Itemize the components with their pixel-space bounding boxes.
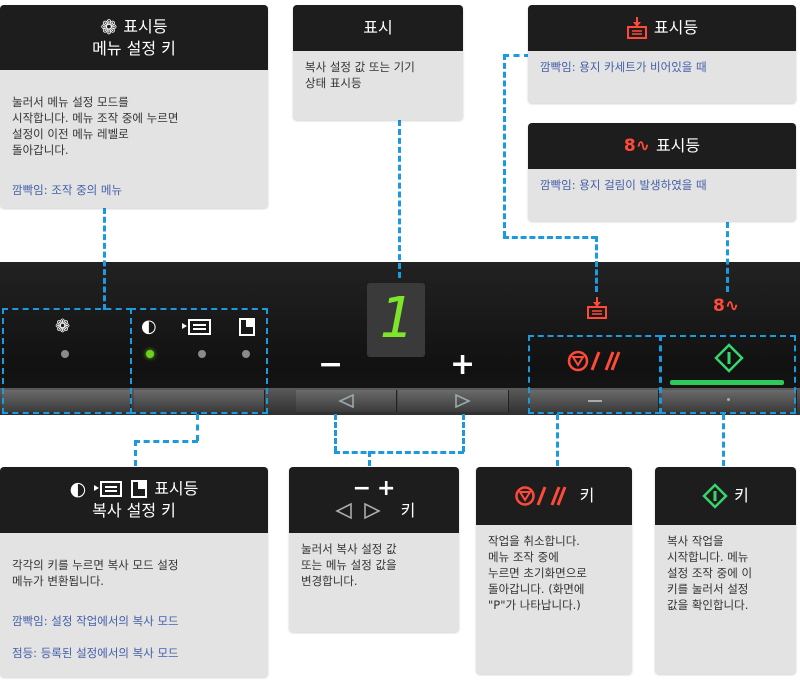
paper-cassette-icon <box>586 296 608 324</box>
copy-card-subtitle: 복사 설정 키 <box>92 501 176 520</box>
copy-card-lit: 점등: 등록된 설정에서의 복사 모드 <box>12 646 179 660</box>
jam-card-title: 표시등 <box>655 136 701 155</box>
copy-connector-v2 <box>134 440 137 466</box>
ratio-icon <box>237 316 257 342</box>
plusminus-card-key: 키 <box>400 501 416 520</box>
stop-reset-header: 키 <box>476 467 632 525</box>
plus-symbol: + <box>377 476 396 501</box>
plusminus-card: − + 키 눌러서 복사 설정 값 또는 메뉴 설정 값을 변경합니다. <box>289 467 459 632</box>
stop-connector <box>556 414 559 466</box>
start-header: 키 <box>655 467 796 525</box>
copy-connector-v1 <box>196 414 199 441</box>
start-zone-outline <box>660 335 796 414</box>
paper-connector-v1 <box>503 54 506 237</box>
plus-symbol: + <box>450 347 476 382</box>
paper-jam-icon: 8∿ <box>623 136 650 156</box>
menu-settings-icon: ❁ <box>100 14 118 39</box>
display-connector <box>398 120 401 278</box>
stop-reset-card: 키 작업을 취소합니다. 메뉴 조작 중에 누르면 초기화면으로 돌아갑니다. … <box>476 467 632 674</box>
copy-settings-key[interactable] <box>134 390 265 412</box>
paper-jam-icon: 8∿ <box>713 296 740 316</box>
left-triangle-icon <box>338 393 354 409</box>
paper-header: 표시등 <box>528 5 796 51</box>
start-indicator-bar <box>670 380 784 385</box>
plus-key[interactable] <box>398 390 509 412</box>
pm-connector-v1 <box>334 414 337 452</box>
contrast-icon: ◐ <box>69 478 87 500</box>
jam-card-blink: 깜빡임: 용지 걸림이 발생하였을 때 <box>540 178 707 192</box>
minus-key[interactable] <box>296 390 397 412</box>
jam-connector <box>726 222 729 292</box>
right-triangle-icon <box>455 393 471 409</box>
copy-card-body: 각각의 키를 누르면 복사 모드 설정 메뉴가 변환됩니다. 깜빡임: 설정 작… <box>0 533 268 685</box>
copy-zone-outline <box>130 308 268 414</box>
ratio-led <box>242 350 250 358</box>
left-triangle-icon <box>334 502 352 520</box>
menu-card-desc: 눌러서 메뉴 설정 모드를 시작합니다. 메뉴 조작 중에 누르면 설정이 이전… <box>12 95 179 157</box>
menu-connector <box>103 208 106 310</box>
plusminus-header: − + 키 <box>289 467 459 533</box>
start-card-key: 키 <box>734 486 749 505</box>
stop-card-desc: 작업을 취소합니다. 메뉴 조작 중에 누르면 초기화면으로 돌아갑니다. (화… <box>488 534 587 612</box>
start-connector <box>722 414 725 466</box>
menu-card-body: 눌러서 메뉴 설정 모드를 시작합니다. 메뉴 조작 중에 누르면 설정이 이전… <box>0 70 268 222</box>
display-card-desc: 복사 설정 값 또는 기기 상태 표시등 <box>305 60 415 90</box>
copy-card-blink: 깜빡임: 설정 작업에서의 복사 모드 <box>12 614 179 628</box>
start-card: 키 복사 작업을 시작합니다. 메뉴 설정 조작 중에 이 키를 눌러서 설정 … <box>655 467 796 674</box>
start-card-desc: 복사 작업을 시작합니다. 메뉴 설정 조작 중에 이 키를 눌러서 설정 값을… <box>667 534 753 612</box>
display-value: 1 <box>379 286 413 351</box>
start-key[interactable] <box>662 390 797 412</box>
contrast-icon: ◐ <box>141 316 157 337</box>
menu-zone-outline <box>2 308 132 414</box>
plusminus-card-desc: 눌러서 복사 설정 값 또는 메뉴 설정 값을 변경합니다. <box>301 542 397 588</box>
ratio-icon <box>131 480 148 498</box>
menu-card-subtitle: 메뉴 설정 키 <box>92 38 176 58</box>
paper-select-led <box>198 350 206 358</box>
jam-header: 8∿ 표시등 <box>528 123 796 169</box>
menu-led <box>61 350 69 358</box>
copy-settings-card: ◐ 표시등 복사 설정 키 각각의 키를 누르면 복사 모드 설정 메뉴가 변환… <box>0 467 268 677</box>
stop-reset-key[interactable] <box>530 390 659 412</box>
pm-connector-v3 <box>368 451 371 466</box>
copy-settings-header: ◐ 표시등 복사 설정 키 <box>0 467 268 533</box>
start-key-mark <box>727 398 730 401</box>
paper-card-title: 표시등 <box>653 18 699 37</box>
pm-connector-h <box>334 451 464 454</box>
contrast-led <box>146 350 154 358</box>
display-card-title: 표시 <box>363 18 393 37</box>
stop-card-key: 키 <box>579 486 595 505</box>
paper-connector-h2 <box>503 236 597 239</box>
display-header: 표시 <box>293 5 463 51</box>
paper-card-blink: 깜빡임: 용지 카세트가 비어있을 때 <box>540 60 707 74</box>
paper-connector-v2 <box>595 236 598 292</box>
menu-settings-header: ❁ 표시등 메뉴 설정 키 <box>0 5 268 70</box>
copy-connector-h <box>134 440 198 443</box>
right-triangle-icon <box>363 502 381 520</box>
menu-card-title: 표시등 <box>123 16 168 36</box>
start-icon <box>714 343 744 377</box>
stop-reset-icon <box>514 486 567 506</box>
start-icon <box>702 483 728 509</box>
menu-settings-icon: ❁ <box>55 316 71 337</box>
jam-card: 8∿ 표시등 깜빡임: 용지 걸림이 발생하였을 때 <box>528 123 796 221</box>
minus-symbol: − <box>318 347 344 382</box>
paper-select-icon <box>94 481 123 497</box>
paper-cassette-icon <box>626 17 647 39</box>
menu-settings-card: ❁ 표시등 메뉴 설정 키 눌러서 메뉴 설정 모드를 시작합니다. 메뉴 조작… <box>0 5 268 208</box>
pm-connector-v2 <box>462 414 465 452</box>
paper-connector-h1 <box>503 54 530 57</box>
stop-reset-icon <box>566 348 630 378</box>
segment-display: 1 <box>367 283 425 357</box>
stop-key-mark <box>588 400 602 402</box>
copy-card-desc: 각각의 키를 누르면 복사 모드 설정 메뉴가 변환됩니다. <box>12 558 179 588</box>
copy-card-title: 표시등 <box>154 479 199 498</box>
paper-select-icon <box>180 316 214 342</box>
paper-card: 표시등 깜빡임: 용지 카세트가 비어있을 때 <box>528 5 796 103</box>
display-card: 표시 복사 설정 값 또는 기기 상태 표시등 <box>293 5 463 120</box>
menu-card-blink: 깜빡임: 조작 중의 메뉴 <box>12 183 123 197</box>
stop-zone-outline <box>528 335 661 414</box>
minus-symbol: − <box>352 476 371 501</box>
